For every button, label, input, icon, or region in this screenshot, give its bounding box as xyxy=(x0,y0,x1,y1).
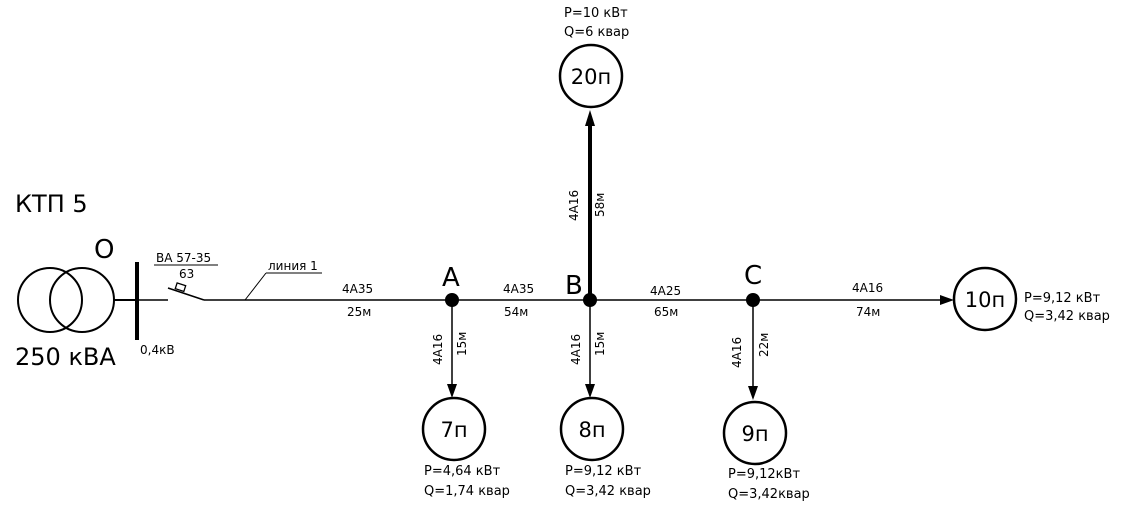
seg-b-20-length: 58м xyxy=(593,193,607,217)
seg-c-10-length: 74м xyxy=(856,305,880,319)
breaker-rating-label: 63 xyxy=(179,267,194,281)
load-7p-name: 7п xyxy=(440,418,467,442)
breaker-trip-box xyxy=(174,282,187,293)
load-10p-q: Q=3,42 квар xyxy=(1024,309,1110,324)
arrow-to-9p xyxy=(748,386,758,400)
arrow-to-10p xyxy=(940,295,954,305)
load-8p-q: Q=3,42 квар xyxy=(565,484,651,499)
load-7p-p: P=4,64 кВт xyxy=(424,464,501,479)
bus-voltage-label: 0,4кВ xyxy=(140,343,175,357)
seg-a-7-length: 15м xyxy=(455,332,469,356)
seg-a-b-length: 54м xyxy=(504,305,528,319)
seg-b-8-length: 15м xyxy=(593,332,607,356)
node-c-label: C xyxy=(744,261,762,291)
load-8p-name: 8п xyxy=(578,418,605,442)
substation-power: 250 кВА xyxy=(15,343,116,371)
load-7p-circle xyxy=(421,396,487,462)
load-9p-circle xyxy=(722,400,788,466)
load-8p-p: P=9,12 кВт xyxy=(565,464,642,479)
seg-c-10-cable: 4А16 xyxy=(852,281,883,295)
arrow-to-7p xyxy=(447,384,457,398)
load-7p-q: Q=1,74 квар xyxy=(424,484,510,499)
breaker-contact xyxy=(167,287,205,301)
seg-o-a-cable: 4А35 xyxy=(342,282,373,296)
node-b-label: B xyxy=(565,271,583,301)
seg-o-a-length: 25м xyxy=(347,305,371,319)
load-9p-p: P=9,12кВт xyxy=(728,467,800,482)
seg-c-9-length: 22м xyxy=(757,333,771,357)
seg-c-9-cable: 4А16 xyxy=(730,337,744,368)
load-9p-q: Q=3,42квар xyxy=(728,487,810,502)
seg-b-c-length: 65м xyxy=(654,305,678,319)
node-o-label: O xyxy=(94,235,114,265)
breaker-type-label: ВА 57-35 xyxy=(156,251,211,265)
load-20p-q: Q=6 квар xyxy=(564,25,629,40)
load-20p-circle xyxy=(558,43,624,109)
substation-title: КТП 5 xyxy=(15,190,88,218)
load-20p-p: P=10 кВт xyxy=(564,6,628,21)
line-name-label: линия 1 xyxy=(268,259,318,273)
node-a-label: A xyxy=(442,263,460,293)
line-name-leader xyxy=(244,272,267,301)
load-10p-p: P=9,12 кВт xyxy=(1024,291,1101,306)
transformer-symbol xyxy=(17,267,115,333)
load-9p-name: 9п xyxy=(741,422,768,446)
seg-b-20-cable: 4А16 xyxy=(567,190,581,221)
seg-a-b-cable: 4А35 xyxy=(503,282,534,296)
seg-a-7-cable: 4А16 xyxy=(431,334,445,365)
seg-b-8-cable: 4А16 xyxy=(569,334,583,365)
load-10p-circle xyxy=(952,266,1018,332)
arrow-to-8p xyxy=(585,384,595,398)
load-10p-name: 10п xyxy=(965,288,1005,312)
load-8p-circle xyxy=(559,396,625,462)
load-20p-name: 20п xyxy=(571,65,611,89)
arrow-to-20p xyxy=(585,110,595,126)
seg-b-c-cable: 4А25 xyxy=(650,284,681,298)
